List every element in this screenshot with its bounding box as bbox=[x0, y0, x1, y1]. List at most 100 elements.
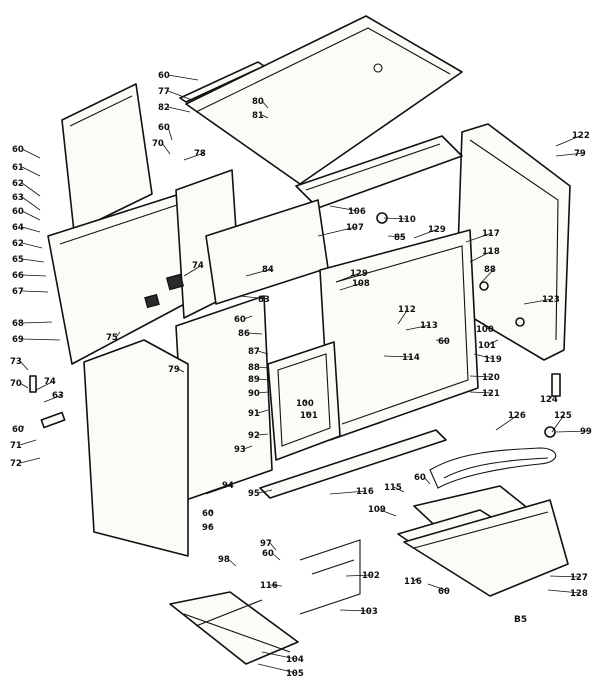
callout-leader bbox=[469, 391, 493, 394]
callout-leader bbox=[335, 272, 361, 283]
callout-leader bbox=[495, 414, 519, 431]
callout-leader bbox=[19, 439, 37, 446]
part-callout: 88 bbox=[484, 265, 496, 275]
part-callout: 124 bbox=[540, 395, 558, 405]
part-callout: 60 bbox=[234, 315, 246, 325]
callout-leader bbox=[555, 152, 585, 157]
part-callout: 60 bbox=[438, 337, 450, 347]
part-callout: 107 bbox=[346, 223, 364, 233]
callout-leader bbox=[227, 558, 237, 567]
callout-leader bbox=[555, 134, 583, 147]
callout-leader bbox=[465, 232, 493, 243]
part-callout: 115 bbox=[384, 483, 402, 493]
callout-leader bbox=[161, 142, 171, 155]
callout-leader bbox=[21, 182, 41, 197]
callout-leader bbox=[487, 339, 499, 346]
part-callout: 60 bbox=[438, 587, 450, 597]
callout-leader bbox=[473, 353, 495, 360]
part-callout: 62 bbox=[12, 179, 24, 189]
callout-leader bbox=[397, 308, 409, 325]
outer-wrapper bbox=[83, 339, 189, 557]
oven-liner bbox=[319, 229, 479, 441]
part-callout: 60 bbox=[158, 71, 170, 81]
callout-leader bbox=[21, 196, 41, 211]
callout-leader bbox=[339, 609, 371, 612]
callout-leader bbox=[183, 264, 203, 277]
part-callout: 104 bbox=[286, 655, 304, 665]
callout-leader bbox=[549, 395, 553, 400]
callout-leader bbox=[245, 268, 273, 277]
callout-leader bbox=[383, 217, 409, 220]
callout-leader bbox=[239, 295, 269, 300]
callout-leader bbox=[261, 651, 297, 660]
part-callout: 83 bbox=[258, 295, 270, 305]
top-panel bbox=[185, 15, 463, 185]
part-callout: 116 bbox=[260, 581, 278, 591]
callout-leader bbox=[485, 327, 491, 330]
callout-leader bbox=[329, 490, 367, 495]
part-callout: 64 bbox=[12, 223, 24, 233]
part-callout: 85 bbox=[394, 233, 406, 243]
callout-leader bbox=[393, 486, 405, 493]
part-callout: 92 bbox=[248, 431, 260, 441]
part-callout: 80 bbox=[252, 97, 264, 107]
callout-leader bbox=[257, 378, 269, 381]
callout-leader bbox=[167, 126, 173, 141]
oven-bottom-tray bbox=[403, 499, 569, 597]
part-callout: 60 bbox=[202, 509, 214, 519]
top-trim-strip bbox=[179, 61, 265, 103]
broil-element bbox=[429, 447, 557, 489]
callout-leader bbox=[257, 366, 269, 369]
callout-leader bbox=[21, 321, 53, 324]
callout-leader bbox=[305, 411, 311, 416]
part-callout: 108 bbox=[352, 279, 370, 289]
callout-leader bbox=[243, 315, 253, 320]
callout-leader bbox=[257, 391, 269, 394]
part-callout: 118 bbox=[482, 247, 500, 257]
part-callout: 65 bbox=[12, 255, 24, 265]
callout-leader bbox=[247, 332, 263, 335]
part-callout: 128 bbox=[570, 589, 588, 599]
callout-leader bbox=[21, 425, 25, 430]
part-callout: 98 bbox=[218, 555, 230, 565]
part-callout: 69 bbox=[12, 335, 24, 345]
part-callout: 119 bbox=[484, 355, 502, 365]
callout-leader bbox=[261, 100, 269, 109]
callout-leader bbox=[435, 339, 449, 342]
part-callout: 70 bbox=[152, 139, 164, 149]
part-callout: 63 bbox=[12, 193, 24, 203]
callout-leader bbox=[377, 508, 397, 517]
part-callout: 114 bbox=[402, 353, 420, 363]
callout-leader bbox=[35, 380, 55, 391]
part-callout: 102 bbox=[362, 571, 380, 581]
part-callout: 60 bbox=[158, 123, 170, 133]
part-callout: 117 bbox=[482, 229, 500, 239]
callout-leader bbox=[427, 583, 449, 592]
part-callout: 99 bbox=[580, 427, 592, 437]
callout-leader bbox=[383, 355, 413, 358]
part-callout: 106 bbox=[348, 207, 366, 217]
part-callout: 116 bbox=[356, 487, 374, 497]
part-callout: 96 bbox=[202, 523, 214, 533]
part-callout: 63 bbox=[52, 391, 64, 401]
callout-leader bbox=[317, 226, 357, 237]
part-callout: 121 bbox=[482, 389, 500, 399]
part-callout: 60 bbox=[12, 145, 24, 155]
callout-leader bbox=[423, 476, 431, 485]
part-callout: 84 bbox=[262, 265, 274, 275]
callout-leader bbox=[479, 268, 495, 285]
callout-leader bbox=[19, 360, 29, 371]
part-callout: 60 bbox=[262, 549, 274, 559]
callout-leader bbox=[243, 445, 253, 450]
part-callout: 100 bbox=[296, 399, 314, 409]
part-callout: 109 bbox=[368, 505, 386, 515]
part-callout: 103 bbox=[360, 607, 378, 617]
callout-leader bbox=[167, 90, 193, 101]
callout-leader bbox=[257, 409, 269, 414]
part-callout: 66 bbox=[12, 271, 24, 281]
callout-leader bbox=[261, 114, 269, 119]
callout-leader bbox=[257, 350, 269, 355]
part-callout: 97 bbox=[260, 539, 272, 549]
callout-leader bbox=[523, 298, 553, 305]
